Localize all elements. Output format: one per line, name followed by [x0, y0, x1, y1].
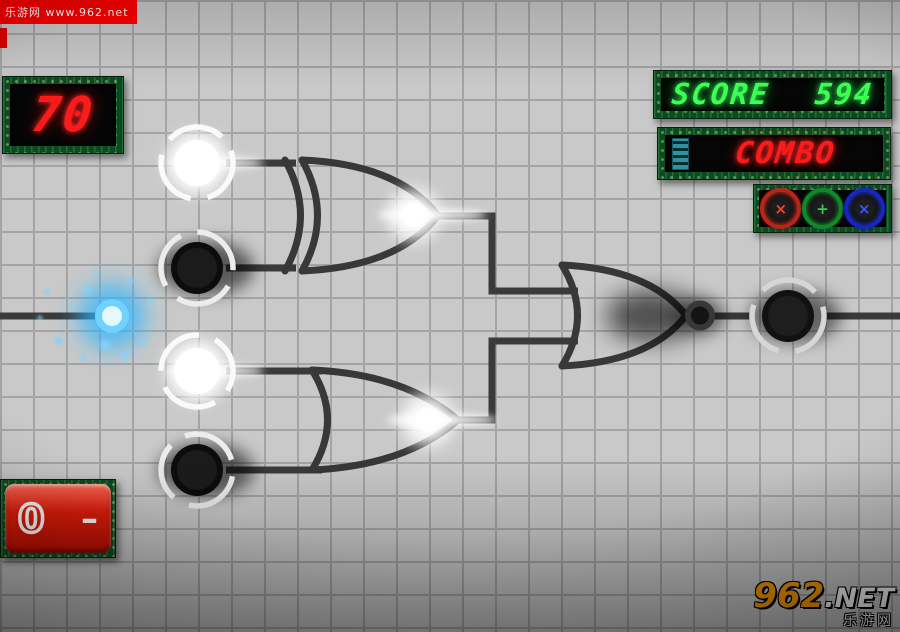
- wire-or-nor: [457, 337, 578, 424]
- signal-particles: [37, 269, 153, 360]
- score-label: SCORE: [670, 77, 772, 111]
- power-switch[interactable]: 0 –: [0, 479, 116, 558]
- blue-medal-icon: ×: [843, 188, 885, 229]
- score-value: 594: [812, 77, 875, 111]
- input-node-3[interactable]: [148, 322, 264, 420]
- timer-value: 70: [29, 87, 97, 143]
- green-medal-icon: +: [801, 188, 843, 229]
- watermark-brand-suffix: .NET: [824, 583, 894, 614]
- combo-meter: [672, 137, 689, 170]
- input-node-2[interactable]: [148, 219, 254, 317]
- red-medal-icon: ×: [760, 188, 802, 229]
- wire-xor-nor: [437, 212, 578, 295]
- signal-ball: [37, 269, 153, 360]
- medal-screen: × + ×: [759, 188, 886, 229]
- watermark-brand-cjk: 乐游网: [843, 613, 894, 629]
- or-output-glow: [387, 394, 497, 446]
- timer-display: 70: [2, 76, 124, 154]
- watermark-banner-text: 乐游网 www.962.net: [5, 6, 129, 19]
- xor-output-glow: [377, 189, 487, 241]
- combo-screen: COMBO: [665, 135, 883, 172]
- switch-button[interactable]: 0 –: [5, 484, 111, 553]
- combo-display: COMBO: [657, 127, 891, 180]
- score-screen: SCORE 594: [661, 77, 884, 111]
- watermark-banner: 乐游网 www.962.net: [0, 0, 137, 24]
- switch-dash: –: [81, 498, 98, 539]
- output-node: [749, 277, 841, 355]
- medal-panel: × + ×: [753, 184, 892, 233]
- input-node-4[interactable]: [155, 428, 254, 511]
- watermark-tab: [0, 28, 7, 48]
- score-display: SCORE 594: [653, 70, 892, 119]
- switch-off-label: 0: [16, 496, 46, 541]
- timer-screen: 70: [10, 84, 116, 146]
- watermark-logo: 962.NET 乐游网: [753, 579, 894, 628]
- watermark-brand-number: 962: [753, 576, 825, 616]
- nor-inversion-bubble: [685, 300, 715, 331]
- watermark-brand: 962.NET: [753, 579, 894, 613]
- combo-label: COMBO: [733, 135, 838, 171]
- input-node-1[interactable]: [151, 117, 264, 209]
